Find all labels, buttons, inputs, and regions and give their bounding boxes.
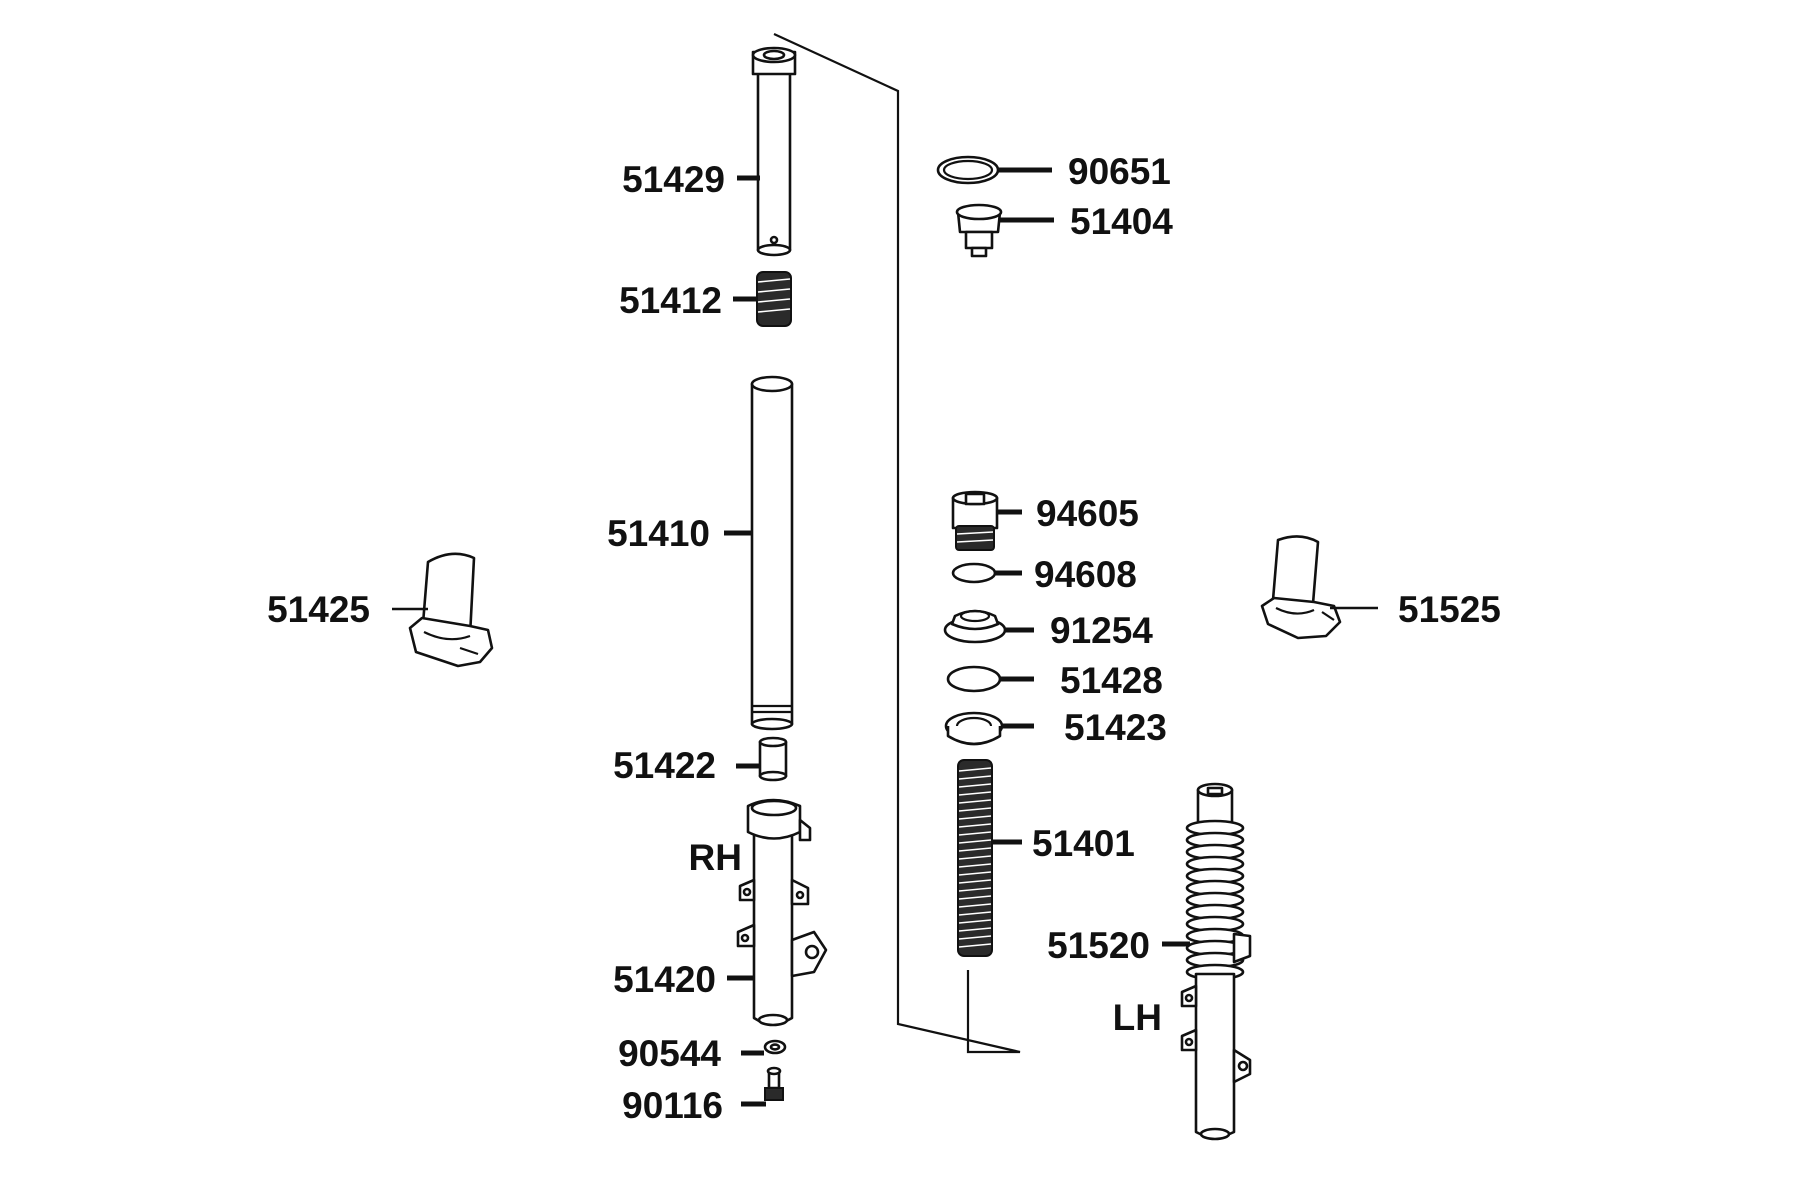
label-90651: 90651	[1068, 151, 1171, 192]
label-51425: 51425	[267, 589, 370, 630]
part-51520-left-fork-leg[interactable]	[1180, 782, 1252, 1141]
part-51401-fork-spring[interactable]	[957, 759, 993, 957]
label-rh: RH	[689, 837, 742, 878]
part-51423-oil-seal[interactable]	[944, 711, 1004, 746]
part-51404-fork-cap[interactable]	[955, 203, 1003, 258]
part-51425-right-fork-cover[interactable]	[408, 552, 494, 668]
part-90116-bolt[interactable]	[764, 1066, 784, 1101]
label-51422: 51422	[613, 745, 716, 786]
label-51412: 51412	[619, 280, 722, 321]
part-51420-right-fork-leg[interactable]	[736, 798, 828, 1027]
label-51423: 51423	[1064, 707, 1167, 748]
label-51401: 51401	[1032, 823, 1135, 864]
part-90651-o-ring[interactable]	[936, 155, 1000, 185]
label-94608: 94608	[1034, 554, 1137, 595]
label-51520: 51520	[1047, 925, 1150, 966]
label-lh: LH	[1113, 997, 1162, 1038]
label-51429: 51429	[622, 159, 725, 200]
part-number-labels: 51429 51412 51410 51422 RH 51420 90544 9…	[267, 151, 1501, 1126]
label-51404: 51404	[1070, 201, 1173, 242]
label-94605: 94605	[1036, 493, 1139, 534]
label-90116: 90116	[622, 1085, 723, 1126]
part-51410-fork-tube[interactable]	[750, 375, 794, 731]
label-91254: 91254	[1050, 610, 1153, 651]
label-51525: 51525	[1398, 589, 1501, 630]
leader-lines	[392, 167, 1378, 1107]
part-51428-o-ring[interactable]	[946, 665, 1002, 693]
label-90544: 90544	[618, 1033, 721, 1074]
part-94608-o-ring[interactable]	[951, 562, 997, 584]
label-51420: 51420	[613, 959, 716, 1000]
label-51428: 51428	[1060, 660, 1163, 701]
part-94605-top-plug[interactable]	[951, 490, 999, 551]
label-51410: 51410	[607, 513, 710, 554]
part-51412-rebound-spring[interactable]	[756, 271, 792, 327]
part-90544-washer[interactable]	[763, 1039, 787, 1055]
part-51525-left-fork-cover[interactable]	[1260, 535, 1342, 640]
part-51422-piston-bush[interactable]	[758, 736, 788, 782]
group-bracket-line	[773, 33, 1021, 1054]
part-51429-damper-rod[interactable]	[751, 46, 797, 257]
part-91254-spring-seat[interactable]	[943, 609, 1007, 644]
